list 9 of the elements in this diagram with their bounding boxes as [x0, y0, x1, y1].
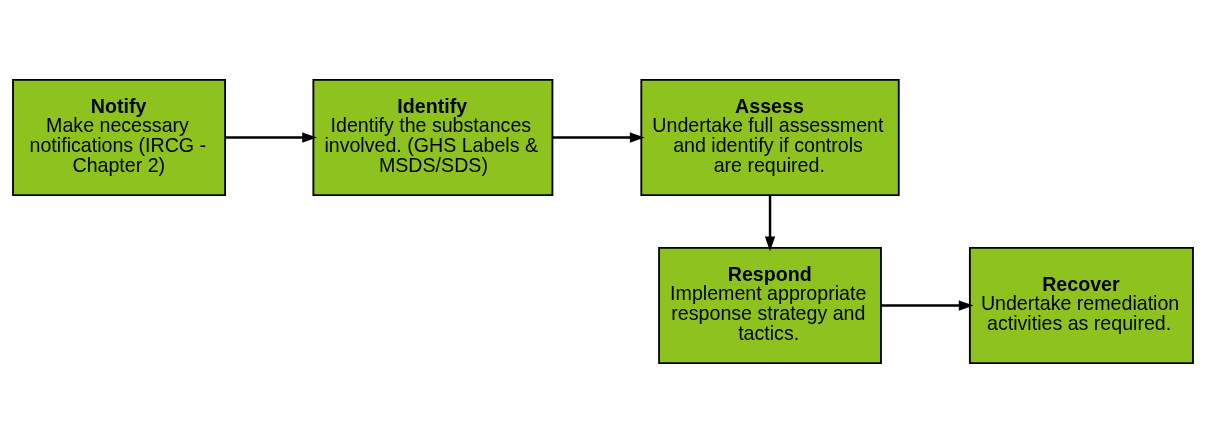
node-box: Notify Make necessary notifications (IRCG - Chapter 2): [12, 78, 226, 196]
node-box: Identify Identify the substances involved. (GHS Labels & MSDS/SDS): [312, 78, 554, 196]
node-box: Respond Implement appropriate response strategy and tactics.: [658, 246, 882, 364]
node-box: Recover Undertake remediation activities as required.: [968, 246, 1194, 364]
arrow: [552, 131, 645, 143]
arrow: [764, 194, 776, 251]
arrow: [881, 299, 974, 311]
arrow: [225, 131, 317, 143]
node-box: Assess Undertake full assessment and identify if controls are required.: [640, 78, 900, 196]
